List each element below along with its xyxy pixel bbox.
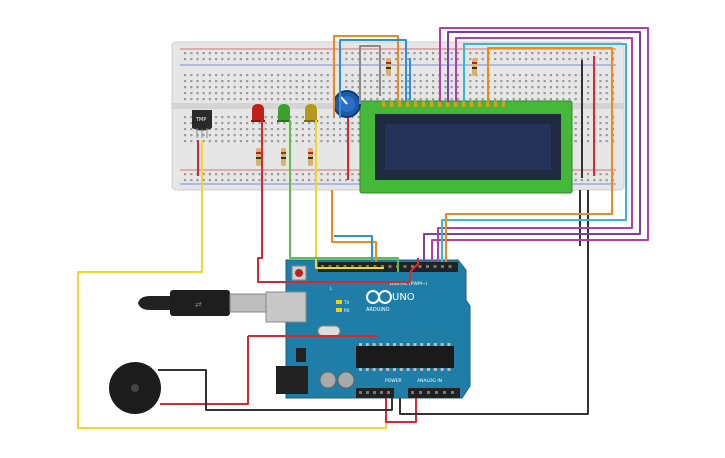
piezo-buzzer[interactable]: +: [109, 362, 161, 414]
power-header-label: POWER: [385, 378, 402, 384]
wire-yellow: [315, 120, 384, 269]
usb-cable[interactable]: ⇄: [138, 290, 267, 316]
wire-green: [289, 120, 399, 272]
wire-blue: [339, 39, 407, 118]
lcd-display[interactable]: [359, 100, 573, 194]
buzzer-plus: +: [152, 365, 159, 374]
wire-magenta: [437, 37, 633, 262]
power-jack: [276, 366, 308, 394]
potentiometer[interactable]: [333, 90, 361, 118]
resistor[interactable]: [256, 148, 261, 166]
led-green[interactable]: [277, 104, 291, 122]
wire-orange: [445, 47, 613, 262]
temp-sensor-label: TMP: [195, 117, 206, 123]
temperature-sensor[interactable]: TMP: [192, 110, 212, 138]
wire-cyan: [441, 43, 627, 262]
wire-gray: [359, 45, 381, 104]
arduino-brand-label: ARDUINO: [366, 307, 390, 313]
arduino-logo: [366, 290, 392, 304]
digital-header-label: DIGITAL (PWM~): [390, 281, 428, 287]
resistor[interactable]: [472, 58, 477, 76]
digital-header: [318, 262, 458, 272]
wire-orange: [333, 35, 399, 116]
lcd-pin-header: [382, 101, 505, 107]
resistor[interactable]: [281, 148, 286, 166]
analog-header: [408, 388, 460, 398]
resistor[interactable]: [386, 58, 391, 76]
wire-magenta: [431, 27, 649, 262]
led-yellow[interactable]: [304, 104, 318, 122]
usb-port: [265, 291, 307, 323]
rx-label: RX: [344, 308, 350, 313]
arduino-model-label: UNO: [392, 292, 415, 303]
arduino-uno[interactable]: UNO ARDUINO DIGITAL (PWM~) POWER ANALOG …: [265, 259, 471, 399]
wire-red: [257, 120, 411, 283]
wires: [77, 27, 649, 429]
wire-blue: [334, 235, 373, 262]
wire-black: [399, 190, 589, 415]
wire-red: [204, 336, 249, 405]
wire-black: [158, 369, 393, 411]
reset-button[interactable]: [295, 269, 303, 277]
led-red[interactable]: [251, 104, 265, 122]
l-label: L: [330, 286, 333, 291]
atmega-chip: [356, 346, 454, 368]
wire-purple: [423, 31, 641, 262]
resistor[interactable]: [308, 148, 313, 166]
tx-label: TX: [343, 300, 349, 305]
wire-red: [409, 258, 419, 273]
analog-header-label: ANALOG IN: [417, 378, 442, 384]
wire-orange: [331, 190, 377, 262]
svg-text:⇄: ⇄: [195, 300, 202, 309]
